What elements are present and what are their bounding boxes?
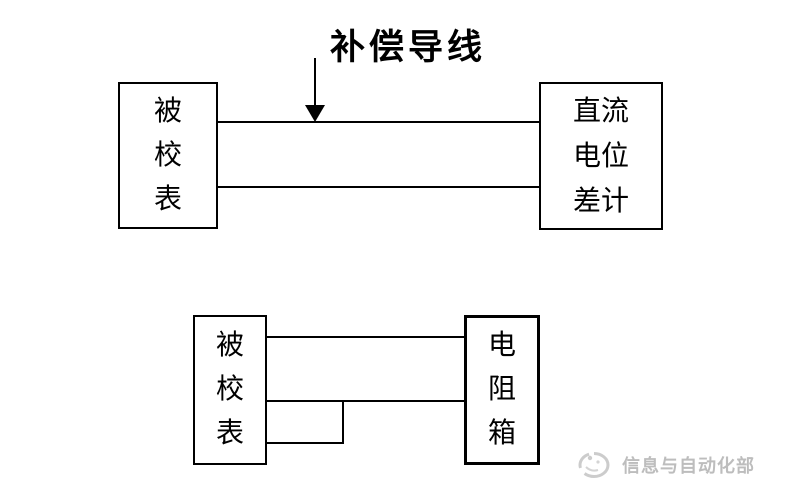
- wire-bottom-middle: [267, 400, 464, 402]
- box-label-line: 差计: [572, 185, 629, 217]
- wire-top-lower: [218, 186, 539, 188]
- box-label-line: 电位: [572, 140, 629, 172]
- watermark-text: 信息与自动化部: [622, 455, 755, 476]
- compensation-wire-label: 补偿导线: [330, 28, 487, 67]
- wire-top-upper: [218, 121, 539, 123]
- box-meter-under-test-bottom: 被 校 表: [193, 315, 267, 465]
- watermark-logo-icon: [578, 452, 610, 478]
- box-dc-potentiometer: 直流 电位 差计: [539, 82, 663, 230]
- down-arrow-icon: [296, 58, 336, 122]
- box-label-line: 校: [215, 374, 244, 405]
- arrow-shaft: [314, 58, 316, 108]
- box-resistance-box: 电 阻 箱: [464, 315, 540, 465]
- wire-bottom-upper: [267, 336, 464, 338]
- box-meter-under-test-top: 被 校 表: [118, 82, 218, 229]
- box-label-line: 被: [215, 330, 244, 361]
- box-label-line: 阻: [487, 374, 516, 405]
- arrow-head: [305, 105, 325, 122]
- watermark: 信息与自动化部: [575, 449, 755, 480]
- box-label-line: 表: [215, 418, 244, 449]
- box-label-line: 被: [153, 95, 182, 127]
- box-label-line: 直流: [572, 95, 629, 127]
- wire-bottom-jog-vertical: [342, 400, 344, 444]
- box-label-line: 电: [487, 330, 516, 361]
- box-label-line: 表: [153, 183, 182, 215]
- box-label-line: 校: [153, 139, 182, 171]
- box-label-line: 箱: [487, 418, 516, 449]
- wire-bottom-jog-horizontal: [267, 442, 344, 444]
